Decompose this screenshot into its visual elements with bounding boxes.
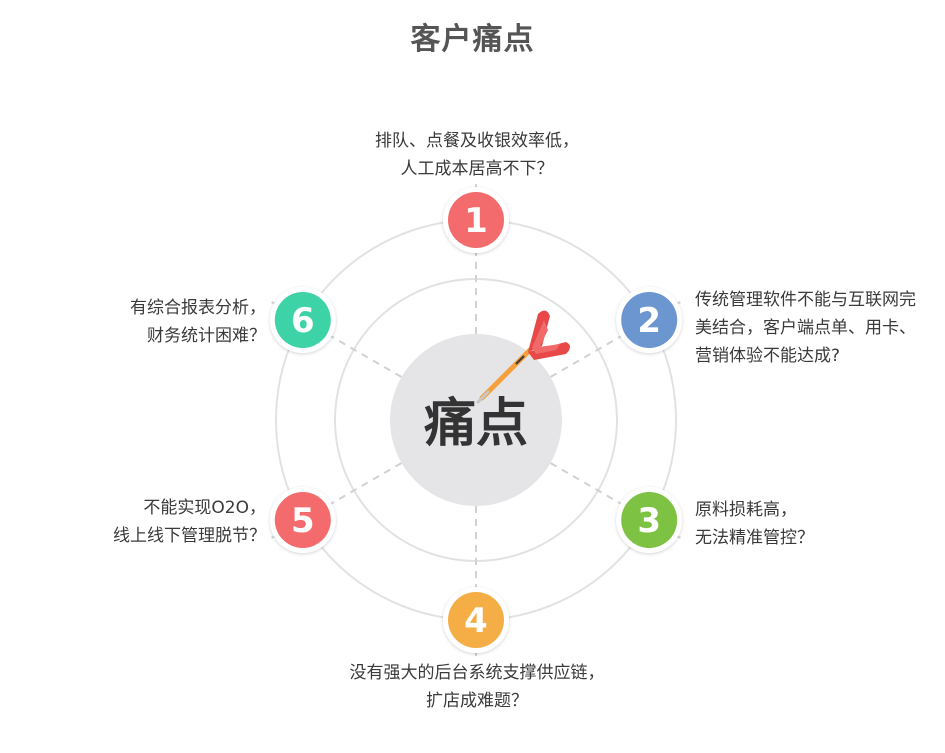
node-1-circle	[448, 192, 504, 248]
node-5: 5	[269, 487, 336, 553]
pain-point-1-line-2: 人工成本居高不下？	[400, 159, 554, 179]
node-3: 3	[616, 487, 683, 553]
node-4: 4	[443, 587, 509, 653]
node-4-circle	[448, 592, 504, 648]
node-3-circle	[621, 492, 678, 548]
pain-point-2-text: 传统管理软件不能与互联网完 美结合，客户端点单、用卡、 营销体验不能达成?	[695, 286, 940, 370]
pain-point-nodes: 1 2 3 4 5 6	[269, 187, 683, 653]
node-1: 1	[443, 187, 509, 253]
node-2-number: 2	[637, 301, 661, 341]
pain-point-1-line-1: 排队、点餐及收银效率低，	[375, 131, 579, 151]
node-5-circle	[274, 492, 331, 548]
node-6-number: 6	[291, 301, 315, 341]
center-circle	[390, 334, 562, 506]
pain-point-5-text: 不能实现O2O， 线上线下管理脱节？	[60, 494, 266, 550]
pain-point-1-text: 排队、点餐及收银效率低， 人工成本居高不下？	[332, 127, 622, 183]
pain-point-4-text: 没有强大的后台系统支撑供应链， 扩店成难题？	[320, 659, 634, 715]
node-1-number: 1	[464, 201, 488, 241]
node-5-number: 5	[291, 501, 315, 541]
pain-point-6-line-2: 财务统计困难？	[147, 326, 266, 346]
pain-point-5-line-2: 线上线下管理脱节？	[113, 526, 266, 546]
center-label: 痛点	[424, 394, 528, 454]
pain-point-3-text: 原料损耗高， 无法精准管控？	[695, 496, 895, 552]
pain-point-6-text: 有综合报表分析， 财务统计困难？	[60, 294, 266, 350]
pain-point-4-line-1: 没有强大的后台系统支撑供应链，	[349, 663, 605, 683]
node-6-circle	[274, 292, 331, 348]
node-3-number: 3	[637, 501, 661, 541]
pain-point-2-line-3: 营销体验不能达成?	[695, 346, 841, 366]
node-2: 2	[616, 287, 683, 353]
node-4-number: 4	[464, 601, 488, 641]
dart-icon	[476, 310, 570, 404]
node-2-circle	[621, 292, 678, 348]
pain-point-5-line-1: 不能实现O2O，	[143, 498, 266, 518]
pain-point-2-line-2: 美结合，客户端点单、用卡、	[695, 318, 916, 338]
pain-point-4-line-2: 扩店成难题？	[426, 691, 528, 711]
node-6: 6	[269, 287, 336, 353]
pain-point-3-line-2: 无法精准管控？	[695, 528, 814, 548]
pain-point-2-line-1: 传统管理软件不能与互联网完	[695, 290, 916, 310]
pain-point-6-line-1: 有综合报表分析，	[130, 298, 266, 318]
pain-point-3-line-1: 原料损耗高，	[695, 500, 797, 520]
page-title: 客户痛点	[410, 22, 535, 57]
